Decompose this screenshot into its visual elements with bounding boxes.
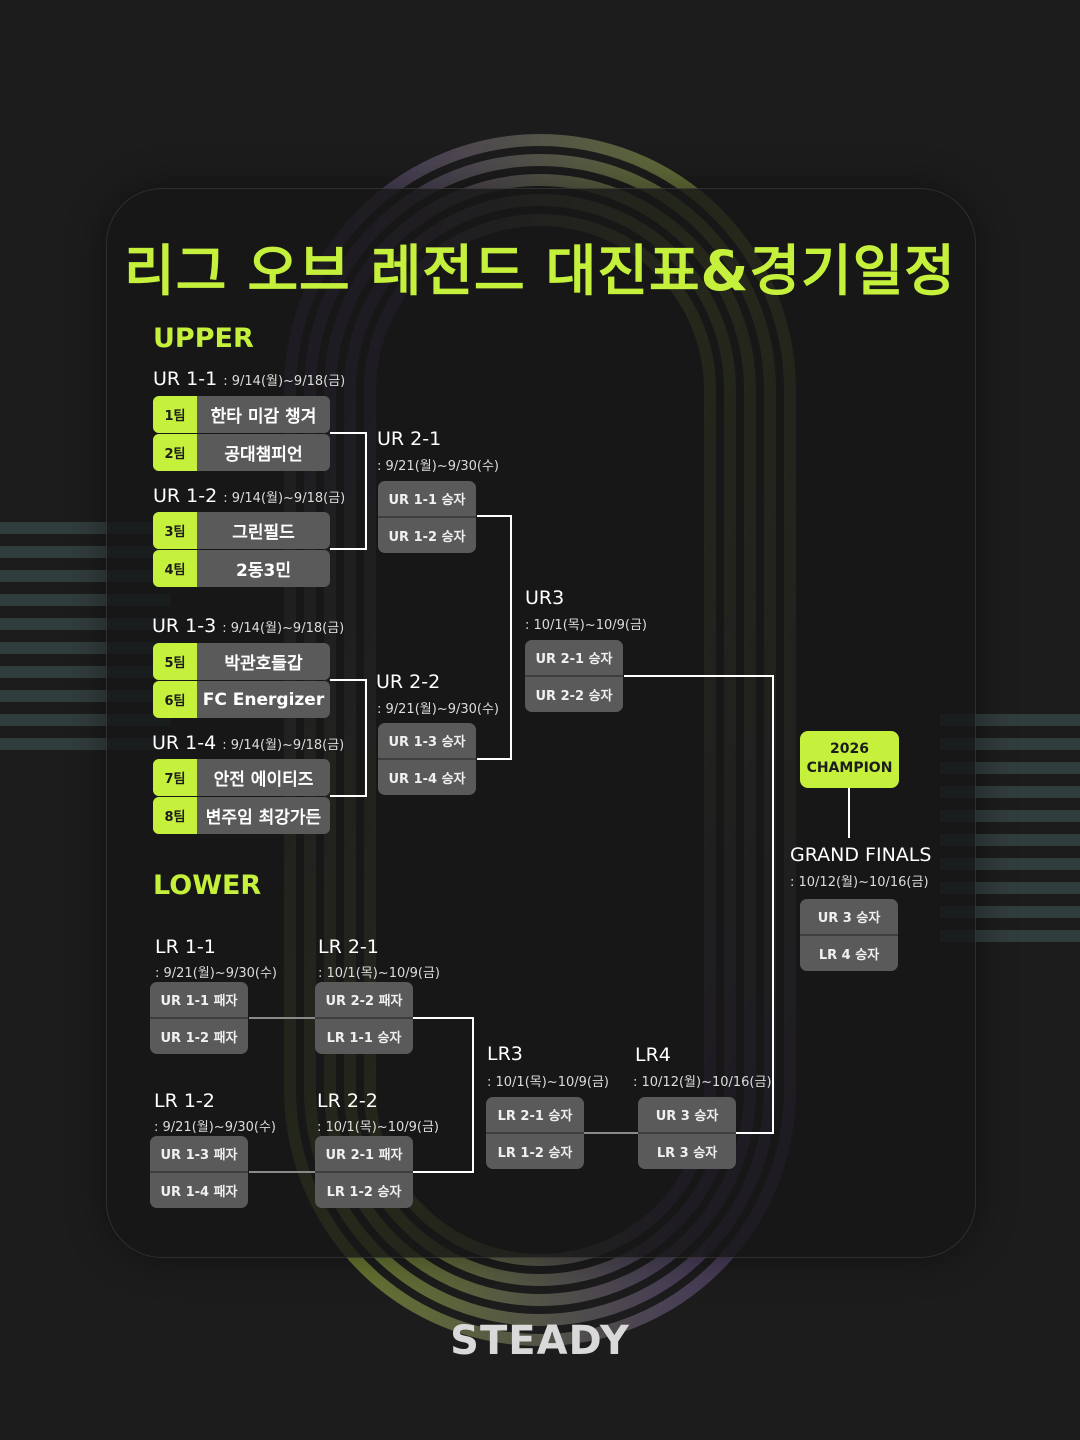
ur13-header: UR 1-3 : 9/14(월)~9/18(금): [152, 615, 344, 637]
team-seed: 4팀: [153, 550, 197, 587]
ur22-date: : 9/21(월)~9/30(수): [377, 702, 499, 717]
round-date: : 9/14(월)~9/18(금): [222, 738, 345, 753]
champion-badge: 2026 CHAMPION: [800, 731, 899, 788]
lr3-title: LR3: [487, 1043, 523, 1065]
team-seed: 3팀: [153, 512, 197, 549]
team-slot-2: 2팀 공대챔피언: [153, 434, 330, 471]
round-date: : 9/14(월)~9/18(금): [223, 491, 346, 506]
match-slot: UR 2-2 패자: [325, 994, 403, 1009]
team-seed: 2팀: [153, 434, 197, 471]
lr11-title: LR 1-1: [155, 936, 216, 958]
lr3-date: : 10/1(목)~10/9(금): [487, 1075, 609, 1090]
team-seed: 6팀: [153, 681, 197, 718]
ur21-date: : 9/21(월)~9/30(수): [377, 459, 499, 474]
lr22-match-box: UR 2-1 패자 LR 1-2 승자: [315, 1136, 413, 1208]
ur21-match-box: UR 1-1 승자 UR 1-2 승자: [378, 481, 476, 553]
team-slot-8: 8팀 변주임 최강가든: [153, 797, 330, 834]
match-slot: UR 1-3 승자: [388, 735, 466, 750]
match-slot: LR 3 승자: [638, 1132, 736, 1169]
round-name: UR 1-3: [152, 615, 217, 637]
lr22-date: : 10/1(목)~10/9(금): [317, 1120, 439, 1135]
lr21-date: : 10/1(목)~10/9(금): [318, 966, 440, 981]
round-name: UR 1-2: [153, 485, 218, 507]
grand-finals-match-box: UR 3 승자 LR 4 승자: [800, 899, 898, 971]
team-name: 그린필드: [232, 523, 295, 543]
team-seed: 7팀: [153, 759, 197, 796]
match-slot: UR 2-1 승자: [535, 652, 613, 667]
round-date: : 9/14(월)~9/18(금): [223, 374, 346, 389]
lr11-date: : 9/21(월)~9/30(수): [155, 966, 277, 981]
grand-finals-title: GRAND FINALS: [790, 844, 932, 866]
bracket-card: [106, 188, 976, 1258]
round-name: UR 1-1: [153, 368, 218, 390]
champion-year: 2026: [830, 741, 869, 757]
match-slot: UR 3 승자: [817, 911, 881, 926]
lr4-match-box: UR 3 승자 LR 3 승자: [638, 1097, 736, 1169]
match-slot: LR 1-1 승자: [315, 1017, 413, 1054]
team-name: 변주임 최강가든: [205, 808, 322, 828]
match-slot: UR 2-2 승자: [525, 675, 623, 712]
round-date: : 9/14(월)~9/18(금): [222, 621, 345, 636]
team-slot-7: 7팀 안전 에이티즈: [153, 759, 330, 796]
team-seed: 5팀: [153, 643, 197, 680]
ur11-header: UR 1-1 : 9/14(월)~9/18(금): [153, 368, 345, 390]
match-slot: LR 1-2 승자: [486, 1132, 584, 1169]
team-slot-3: 3팀 그린필드: [153, 512, 330, 549]
grand-finals-date: : 10/12(월)~10/16(금): [790, 875, 929, 890]
lr21-match-box: UR 2-2 패자 LR 1-1 승자: [315, 982, 413, 1054]
match-slot: UR 1-3 패자: [160, 1148, 238, 1163]
match-slot: UR 1-2 패자: [150, 1017, 248, 1054]
team-slot-4: 4팀 2동3민: [153, 550, 330, 587]
lr22-title: LR 2-2: [317, 1090, 378, 1112]
lr21-title: LR 2-1: [318, 936, 379, 958]
team-slot-1: 1팀 한타 미감 챙겨: [153, 396, 330, 433]
team-name: 박관호들갑: [224, 654, 303, 674]
lr12-date: : 9/21(월)~9/30(수): [154, 1120, 276, 1135]
match-slot: UR 1-2 승자: [378, 516, 476, 553]
lr4-date: : 10/12(월)~10/16(금): [633, 1075, 772, 1090]
match-slot: UR 1-4 승자: [378, 758, 476, 795]
team-slot-5: 5팀 박관호들갑: [153, 643, 330, 680]
ur22-match-box: UR 1-3 승자 UR 1-4 승자: [378, 723, 476, 795]
team-name: 한타 미감 챙겨: [210, 407, 317, 427]
match-slot: LR 1-2 승자: [315, 1171, 413, 1208]
ur3-match-box: UR 2-1 승자 UR 2-2 승자: [525, 640, 623, 712]
upper-section-heading: UPPER: [153, 323, 254, 354]
ur12-header: UR 1-2 : 9/14(월)~9/18(금): [153, 485, 345, 507]
team-name: 2동3민: [236, 561, 291, 581]
lr3-match-box: LR 2-1 승자 LR 1-2 승자: [486, 1097, 584, 1169]
lr4-title: LR4: [635, 1044, 671, 1066]
match-slot: UR 1-4 패자: [150, 1171, 248, 1208]
page-title: 리그 오브 레전드 대진표&경기일정: [124, 239, 956, 303]
ur3-date: : 10/1(목)~10/9(금): [525, 618, 647, 633]
ur22-title: UR 2-2: [376, 671, 441, 693]
team-name: 공대챔피언: [224, 445, 303, 465]
match-slot: LR 4 승자: [800, 934, 898, 971]
match-slot: UR 3 승자: [655, 1109, 719, 1124]
team-seed: 8팀: [153, 797, 197, 834]
champion-label: CHAMPION: [806, 760, 893, 776]
lr12-title: LR 1-2: [154, 1090, 215, 1112]
steady-logo: STEADY: [450, 1318, 630, 1364]
lower-section-heading: LOWER: [153, 870, 262, 901]
lr12-match-box: UR 1-3 패자 UR 1-4 패자: [150, 1136, 248, 1208]
lr11-match-box: UR 1-1 패자 UR 1-2 패자: [150, 982, 248, 1054]
team-name: 안전 에이티즈: [213, 770, 314, 790]
team-name: FC Energizer: [202, 689, 325, 710]
match-slot: UR 1-1 승자: [388, 493, 466, 508]
match-slot: UR 1-1 패자: [160, 994, 238, 1009]
match-slot: UR 2-1 패자: [325, 1148, 403, 1163]
round-name: UR 1-4: [152, 732, 217, 754]
team-seed: 1팀: [153, 396, 197, 433]
ur3-title: UR3: [525, 587, 565, 609]
match-slot: LR 2-1 승자: [497, 1109, 573, 1124]
ur21-title: UR 2-1: [377, 428, 442, 450]
ur14-header: UR 1-4 : 9/14(월)~9/18(금): [152, 732, 344, 754]
